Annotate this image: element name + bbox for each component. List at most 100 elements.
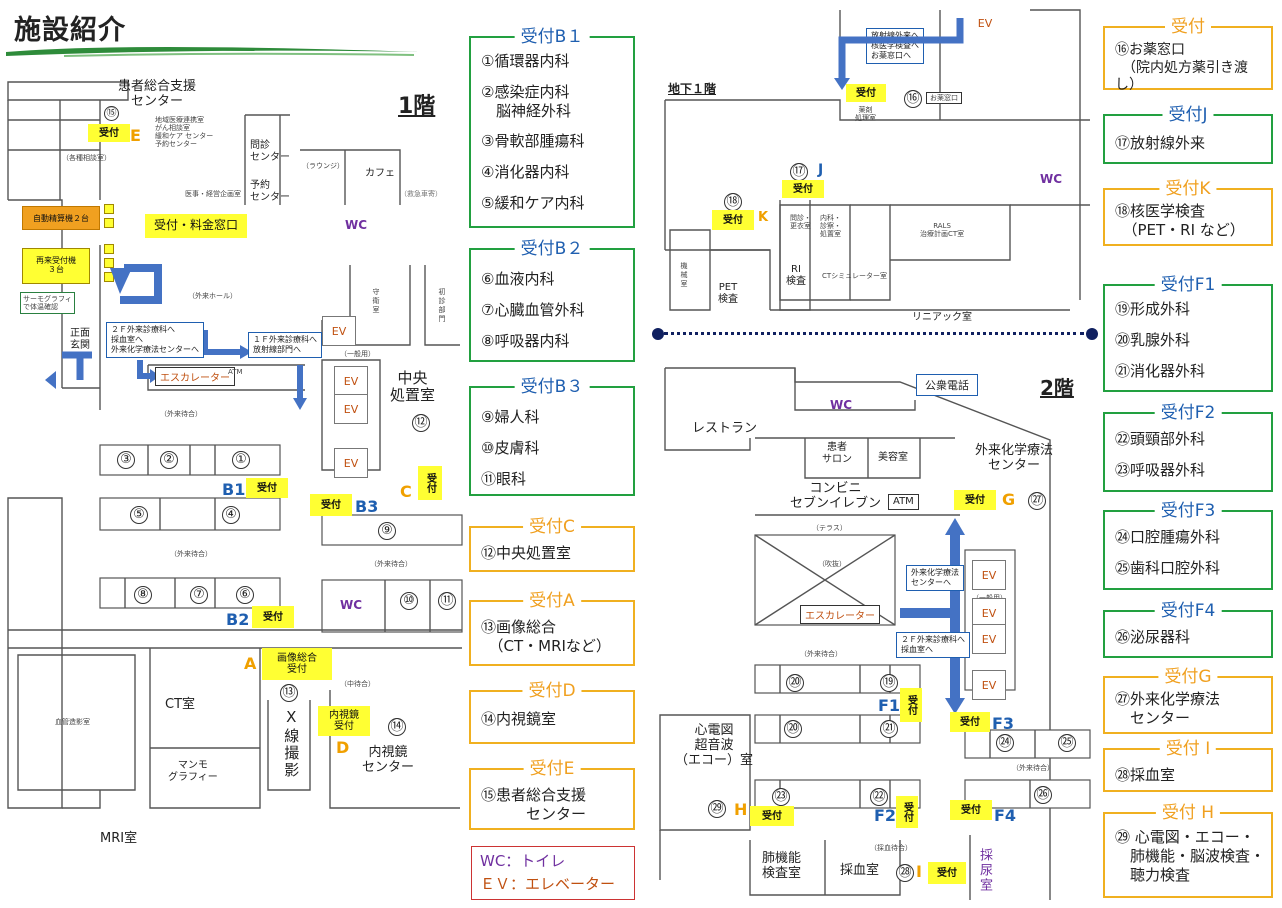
legend-16-title: 受付 — [1165, 18, 1211, 36]
legend-f4-title: 受付F4 — [1154, 602, 1222, 620]
legend-b2-item: ⑦心臓血管外科 — [481, 300, 585, 319]
kakushu-label: （各種相談室） — [62, 154, 111, 162]
saiketsu-machi: （採血待合） — [870, 844, 912, 852]
ev-b1: EV — [968, 8, 1002, 38]
ev-1f-3: EV — [334, 394, 368, 424]
yakuzai-label: 薬剤 処理室 — [855, 106, 876, 123]
wc-1f-a: WC — [345, 218, 368, 232]
cafe-label: カフェ — [365, 168, 395, 179]
gairai-machi-3: （外来待合） — [370, 560, 412, 568]
wc-1f-b: WC — [340, 598, 363, 612]
legend-f1: 受付F1 ⑲形成外科 ⑳乳腺外科 ㉑消化器外科 — [1103, 276, 1273, 392]
legend-k-item: ⑱核医学検査 （PET・RI など） — [1115, 202, 1245, 239]
machine-icon — [104, 258, 114, 268]
num-19: ⑲ — [880, 674, 898, 692]
escalator-1f: エスカレーター — [155, 367, 235, 386]
chuo-label: 中央 処置室 — [390, 369, 436, 405]
ev-2f-4: EV — [972, 670, 1006, 700]
machine-icon — [104, 204, 114, 214]
code-i: I — [916, 862, 922, 881]
legend-b1-item: ②感染症内科 脳神経外科 — [481, 82, 572, 120]
floor-1-map: 1階 患者総合支援 センター 地域医療連携室 がん相談室 緩和ケア センター 予… — [0, 0, 463, 908]
floor-b1-label: 地下１階 — [668, 82, 717, 96]
code-f3: F3 — [992, 714, 1015, 733]
main-entrance-label: 正面 玄関 — [70, 328, 90, 351]
legend-b1-item: ①循環器内科 — [481, 52, 570, 70]
konbini-label: コンビニ セブンイレブン — [790, 481, 882, 511]
code-b1: B1 — [222, 480, 246, 499]
okusuri-window: お薬窓口 — [926, 92, 962, 105]
floor-2-map: 2階 公衆電話 WC レストラン 患者 サロン 美容室 コンビニ セブンイレブン… — [650, 360, 1091, 908]
code-h: H — [734, 800, 748, 819]
legend-f1-title: 受付F1 — [1154, 276, 1222, 294]
reception-a-box: 画像総合 受付 — [262, 648, 332, 680]
legend-j-title: 受付J — [1162, 106, 1214, 124]
ecg-label: 心電図 超音波 （エコー）室 — [675, 723, 754, 768]
yoyaku-label: 予約 センター — [250, 180, 290, 203]
num-29: ㉙ — [708, 800, 726, 818]
num-20a: ⑳ — [786, 674, 804, 692]
gairai-machi-1: （外来待合） — [160, 410, 202, 418]
code-b3: B3 — [355, 497, 379, 516]
public-phone: 公衆電話 — [916, 374, 978, 396]
code-d: D — [336, 738, 350, 757]
legend-b1-item: ④消化器内科 — [481, 163, 570, 181]
legend-f3: 受付F3 ㉔口腔腫瘍外科 ㉕歯科口腔外科 — [1103, 502, 1273, 590]
legend-h-item: ㉙ 心電図・エコー・ 肺機能・脳波検査・ 聴力検査 — [1115, 828, 1266, 884]
legend-j-item: ⑰放射線外来 — [1115, 134, 1206, 152]
legend-d: 受付D ⑭内視鏡室 — [469, 682, 635, 744]
key-wc: WC：トイレ — [480, 852, 566, 870]
payment-window-box: 受付・料金窓口 — [145, 214, 247, 238]
legend-b3-title: 受付B３ — [514, 378, 590, 396]
num-23: ㉓ — [772, 788, 790, 806]
legend-f1-item: ⑳乳腺外科 — [1115, 330, 1191, 349]
saiketsu-label: 採血室 — [840, 863, 880, 878]
iji-label: 医事・経営企画室 — [185, 190, 241, 198]
linac-label: リニアック室 — [912, 312, 972, 323]
num-5: ⑤ — [130, 506, 148, 524]
num-1: ① — [232, 451, 250, 469]
floor-divider — [664, 332, 1084, 335]
reception-f2-box: 受付 — [896, 796, 918, 828]
xray-label: X線撮影 — [282, 708, 301, 779]
legend-k: 受付K ⑱核医学検査 （PET・RI など） — [1103, 180, 1273, 246]
mammo-label: マンモ グラフィー — [168, 760, 218, 783]
patient-support-label: 患者総合支援 センター — [118, 79, 197, 109]
terrace-label: （テラス） — [812, 524, 847, 532]
code-f4: F4 — [994, 806, 1017, 825]
legend-f2: 受付F2 ㉒頭頸部外科 ㉓呼吸器外科 — [1103, 404, 1273, 492]
code-b2: B2 — [226, 610, 250, 629]
legend-h: 受付 H ㉙ 心電図・エコー・ 肺機能・脳波検査・ 聴力検査 — [1103, 804, 1273, 898]
ippan-label-1f: （一般用） — [340, 350, 375, 358]
machine-icon — [104, 218, 114, 228]
code-e: E — [130, 126, 141, 145]
num-9: ⑨ — [378, 522, 396, 540]
lung-function-label: 肺機能 検査室 — [762, 851, 802, 881]
legend-b1-item: ⑤緩和ケア内科 — [481, 193, 585, 212]
biyou-label: 美容室 — [878, 452, 908, 463]
num-13: ⑬ — [280, 684, 298, 702]
num-27: ㉗ — [1028, 492, 1046, 510]
legend-a: 受付A ⑬画像総合 （CT・MRIなど） — [469, 592, 635, 666]
ev-2f-1: EV — [972, 560, 1006, 590]
gairai-hall-label: （外来ホール） — [188, 292, 237, 300]
code-f1: F1 — [878, 696, 901, 715]
legend-f2-item: ㉒頭頸部外科 — [1115, 430, 1206, 448]
reception-f4-box: 受付 — [950, 800, 992, 820]
num-10: ⑩ — [400, 592, 418, 610]
num-20b: ⑳ — [784, 720, 802, 738]
lounge-label: （ラウンジ） — [302, 162, 344, 170]
note-to-1f: １Ｆ外来診療科へ 放射線部門へ — [248, 332, 322, 358]
naika-label: 内科・ 診察・ 処置室 — [820, 214, 841, 239]
ev-1f-1: EV — [322, 316, 356, 346]
divider-dot-left — [652, 328, 664, 340]
reception-b3-box: 受付 — [310, 494, 352, 516]
endoscopy-center-label: 内視鏡 センター — [362, 745, 415, 775]
thermography-note: サーモグラフィ で体温確認 — [20, 292, 75, 315]
shoshin-label: 初診部門 — [438, 288, 447, 324]
legend-f4: 受付F4 ㉖泌尿器科 — [1103, 602, 1273, 658]
monshin-label: 問診 センター — [250, 140, 290, 163]
title-swoosh — [6, 47, 419, 57]
auto-payment-machines: 自動精算機２台 — [22, 206, 100, 230]
floor-b1-map: 地下１階 放射線外来へ 核医学検査へ お薬窓口へ EV 受付 薬剤 処理室 ⑯ … — [650, 0, 1090, 330]
